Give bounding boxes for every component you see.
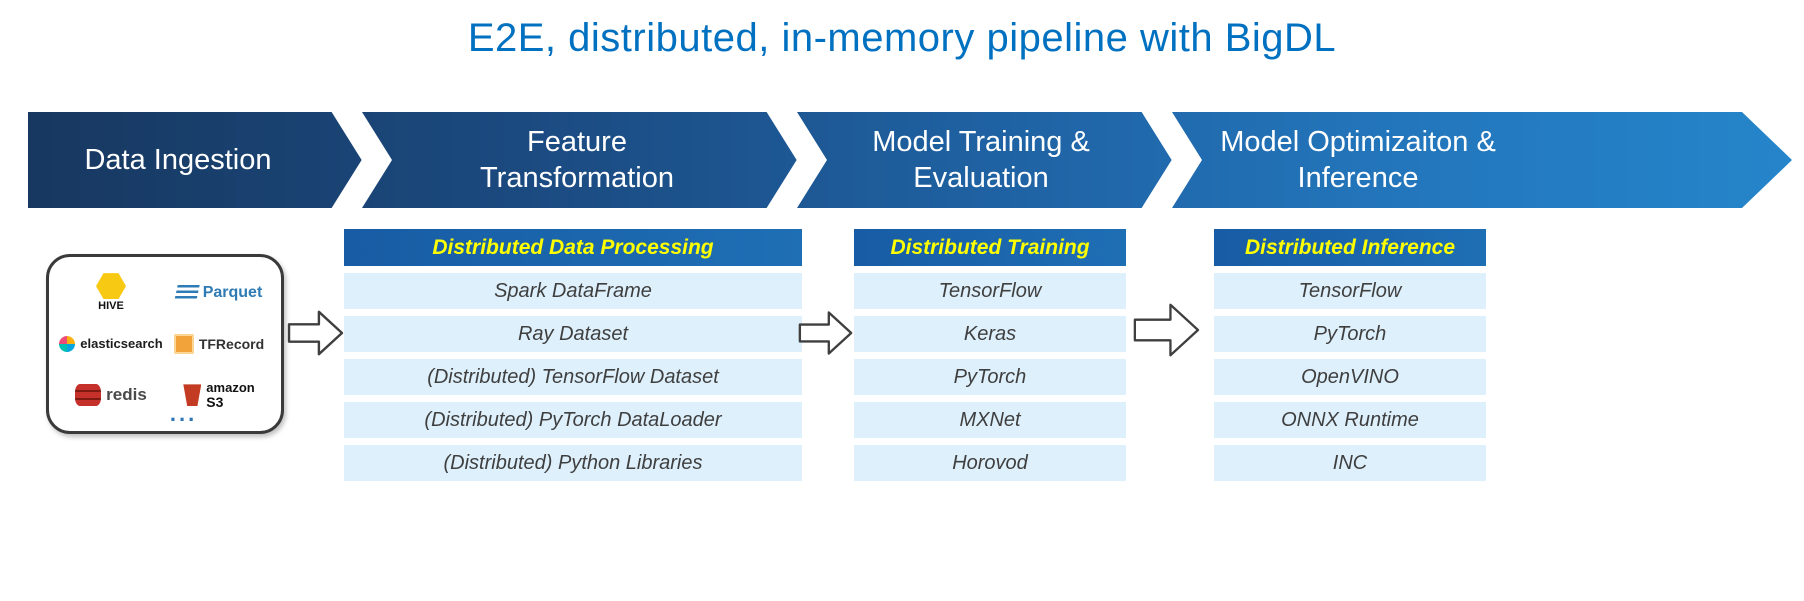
elasticsearch-label: elasticsearch — [80, 336, 163, 352]
table-row: Ray Dataset — [344, 316, 802, 352]
table-header: Distributed Data Processing — [344, 229, 802, 266]
amazon-s3-bucket-icon — [183, 384, 202, 407]
table-distributed-data-processing: Distributed Data Processing Spark DataFr… — [344, 229, 802, 481]
tfrecord-icon — [173, 333, 194, 354]
redis-logo: redis — [75, 384, 147, 407]
stage-feature-transformation: Feature Transformation — [480, 125, 674, 194]
table-row: Spark DataFrame — [344, 273, 802, 309]
data-sources-box: HIVE Parquet elasticsearch TFRecord redi… — [46, 254, 284, 434]
table-row: TensorFlow — [854, 273, 1126, 309]
elasticsearch-icon — [59, 335, 76, 352]
stage-model-optimization-inference: Model Optimizaiton & Inference — [1220, 125, 1496, 194]
table-row: OpenVINO — [1214, 359, 1486, 395]
table-row: Horovod — [854, 445, 1126, 481]
tfrecord-label: TFRecord — [198, 335, 265, 352]
hive-icon — [96, 273, 126, 300]
redis-icon — [75, 384, 102, 407]
parquet-label: Parquet — [202, 283, 263, 301]
stage-data-ingestion: Data Ingestion — [84, 143, 272, 176]
table-header: Distributed Training — [854, 229, 1126, 266]
parquet-icon — [174, 284, 200, 301]
flow-arrow-icon — [287, 310, 344, 356]
more-sources-ellipsis: ... — [169, 401, 198, 426]
table-row: PyTorch — [1214, 316, 1486, 352]
table-header: Distributed Inference — [1214, 229, 1486, 266]
table-row: INC — [1214, 445, 1486, 481]
redis-label: redis — [106, 385, 147, 405]
table-row: PyTorch — [854, 359, 1126, 395]
hive-label: HIVE — [98, 300, 124, 313]
flow-arrow-icon — [1133, 303, 1200, 357]
table-distributed-inference: Distributed Inference TensorFlow PyTorch… — [1214, 229, 1486, 481]
pipeline-arrow-band — [28, 112, 1792, 208]
table-row: MXNet — [854, 402, 1126, 438]
table-row: ONNX Runtime — [1214, 402, 1486, 438]
pipeline-banner: Data Ingestion Feature Transformation Mo… — [28, 103, 1792, 217]
amazon-s3-logo: amazon S3 — [183, 380, 255, 410]
parquet-logo: Parquet — [174, 283, 263, 302]
table-row: Keras — [854, 316, 1126, 352]
tfrecord-logo: TFRecord — [173, 333, 265, 354]
flow-arrow-icon — [798, 311, 853, 355]
table-row: (Distributed) TensorFlow Dataset — [344, 359, 802, 395]
table-row: (Distributed) PyTorch DataLoader — [344, 402, 802, 438]
table-row: (Distributed) Python Libraries — [344, 445, 802, 481]
elasticsearch-logo: elasticsearch — [59, 335, 163, 352]
amazon-s3-label: amazon S3 — [206, 380, 255, 410]
stage-model-training-evaluation: Model Training & Evaluation — [872, 125, 1090, 194]
hive-logo: HIVE — [96, 273, 126, 312]
table-row: TensorFlow — [1214, 273, 1486, 309]
table-distributed-training: Distributed Training TensorFlow Keras Py… — [854, 229, 1126, 481]
page-title: E2E, distributed, in-memory pipeline wit… — [467, 16, 1337, 60]
